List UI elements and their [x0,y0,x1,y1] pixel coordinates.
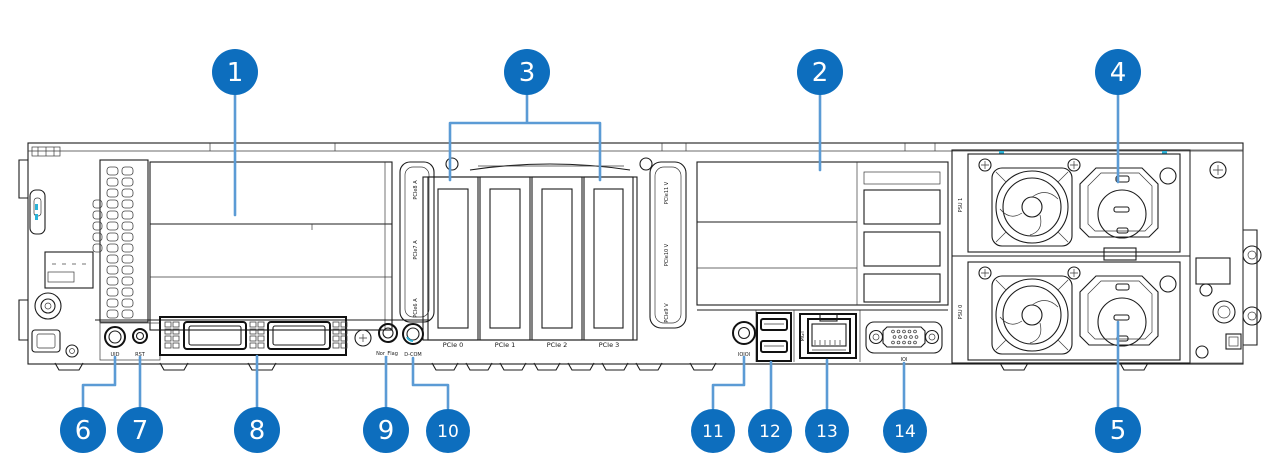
psu-bay: PSU 1 P [951,149,1191,364]
vga-port: IOI [865,321,943,363]
pcie-slot-2 [531,176,583,341]
cyan-accent [406,336,414,342]
right-riser-blank-covers [696,161,949,306]
callout-leaders [81,93,1120,410]
pcie-slot-0 [427,176,479,341]
svg-text:4: 4 [1110,58,1127,88]
cyan-accent [1162,151,1167,154]
callout-12: 12 [748,409,792,453]
pcie6-label: PCIe6 A [413,298,419,318]
qsfp-cage [159,316,348,356]
nor-flag-label: Nor_Flag [376,351,398,357]
svg-text:2: 2 [812,58,829,88]
pcie9-label: PCIe9 V [664,303,670,323]
svg-text:1: 1 [227,58,244,88]
psu-top-power-inlet [1079,167,1159,239]
svg-text:7: 7 [132,416,149,446]
left-ear-bracket [18,146,94,358]
pcie11-label: PCIe11 V [664,181,670,204]
mgmt-lan-port: MGT [799,313,857,359]
callout-badges: 1 3 2 4 6 7 8 9 [60,49,1141,453]
svg-text:12: 12 [759,422,781,442]
bottom-left-io-strip: UID RST [95,316,430,361]
psu-top: PSU 1 [958,153,1181,261]
d-com-label: D-COM [404,352,421,358]
callout-7: 7 [117,407,163,453]
pcie3-label: PCIe 3 [599,341,620,349]
serial-label: IOIOI [738,352,750,358]
usb-ports [756,312,792,362]
left-vent-grid [92,159,149,323]
d-com-port: D-COM [402,323,424,358]
psu-bottom-power-inlet [1079,275,1159,347]
svg-text:11: 11 [702,422,724,442]
callout-10: 10 [426,409,470,453]
svg-text:8: 8 [249,416,266,446]
svg-text:10: 10 [437,422,459,442]
pcie10-label: PCIe10 V [664,243,670,266]
bottom-right-io-strip: IOIOI MGT [697,309,948,363]
callout-5: 5 [1095,407,1141,453]
nor-flag-button: Nor_Flag [376,323,398,357]
psu-top-fan [991,167,1073,247]
qsfp-vent-squares [164,321,348,349]
vga-pins [891,329,919,345]
svg-text:13: 13 [816,422,838,442]
pcie1-label: PCIe 1 [495,341,516,349]
callout-4: 4 [1095,49,1141,95]
callout-1: 1 [212,49,258,95]
uid-label: UID [111,352,120,358]
callout-9: 9 [363,407,409,453]
uid-button: UID [104,326,126,358]
psu-bottom-fan [991,275,1073,355]
pcie2-label: PCIe 2 [547,341,568,349]
right-ear-bracket [1242,229,1262,346]
left-riser-slot-labels: PCIe8 A PCIe7 A PCIe6 A [399,161,435,323]
right-end-panel [1189,149,1244,364]
svg-text:14: 14 [894,422,916,442]
callout-2: 2 [797,49,843,95]
pcie7-label: PCIe7 A [413,240,419,260]
svg-text:6: 6 [75,416,92,446]
callout-3: 3 [504,49,550,95]
serial-port: IOIOI [732,321,756,358]
cyan-accent [999,151,1004,154]
lan-label: MGT [800,330,806,342]
pcie-slot-3 [583,176,634,341]
callout-6: 6 [60,407,106,453]
callout-11: 11 [691,409,735,453]
vga-label: IOI [901,357,908,363]
pcie0-label: PCIe 0 [443,341,464,349]
svg-text:9: 9 [378,416,395,446]
psu-bottom: PSU 0 [958,261,1181,361]
svg-text:5: 5 [1110,416,1127,446]
rst-button: RST [132,328,148,358]
psu-top-label: PSU 1 [958,198,964,213]
cyan-accent [35,214,38,220]
callout-14: 14 [883,409,927,453]
right-riser-slot-labels: PCIe11 V PCIe10 V PCIe9 V [649,161,687,329]
rst-label: RST [135,352,146,358]
callout-8: 8 [234,407,280,453]
callout-13: 13 [805,409,849,453]
pcie8-label: PCIe8 A [413,180,419,200]
svg-text:3: 3 [519,58,536,88]
psu-bottom-label: PSU 0 [958,305,964,320]
left-riser-blank-covers [149,161,393,331]
pcie-slot-1 [479,176,531,341]
cyan-accent [35,204,38,210]
center-pcie-riser: PCIe 0 PCIe 1 PCIe 2 PCIe 3 [422,157,653,349]
